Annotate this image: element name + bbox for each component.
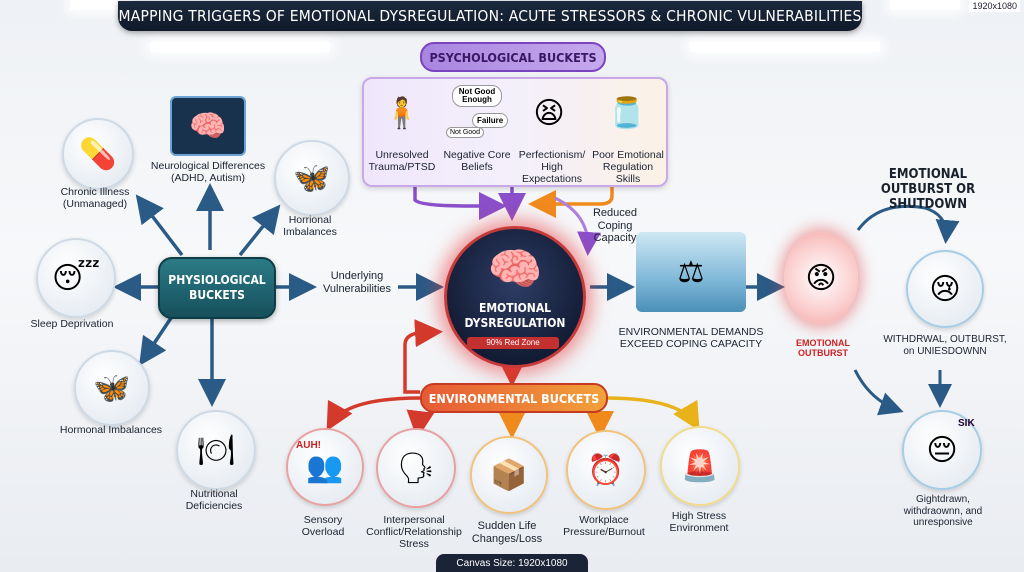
hormonal-top-circle: 🦋 xyxy=(274,140,350,216)
label-life-changes: Sudden Life Changes/Loss xyxy=(471,520,543,545)
center-title: EMOTIONAL DYSREGULATION xyxy=(464,301,566,330)
label-neuro: Neurological Differences (ADHD, Autism) xyxy=(150,160,266,185)
label-conflict: Interpersonal Conflict/Relationship Stre… xyxy=(366,514,462,551)
scale-water-illustration: ⚖ xyxy=(636,232,746,312)
outburst-illustration: 😡 xyxy=(784,232,858,324)
sik-label: SIK xyxy=(958,418,975,429)
chronic-illness-circle: 💊 xyxy=(62,118,134,190)
ceiling-light xyxy=(150,42,330,52)
label-workplace: Workplace Pressure/Burnout xyxy=(563,514,645,539)
ceiling-light xyxy=(70,0,130,10)
withdrawal-circle: 😢 xyxy=(906,250,984,328)
resolution-tag: 1920x1080 xyxy=(969,0,1020,12)
label-hormonal: Hormonal Imbalances xyxy=(59,424,163,436)
sensory-circle: 👥 AUH! xyxy=(286,428,364,506)
item-core-beliefs: Negative Core Beliefs xyxy=(443,149,511,174)
thyroid-icon: 🦋 xyxy=(93,371,131,405)
label-high-stress: High Stress Environment xyxy=(669,510,729,535)
underlying-vulnerabilities-label: Underlying Vulnerabilities xyxy=(322,270,392,295)
shutdown-label: Gightdrawn, withdraownn, and unresponsiv… xyxy=(903,494,983,528)
high-stress-circle: 🚨 xyxy=(660,426,740,506)
conflict-circle: 🗣 xyxy=(376,428,456,508)
withdrawal-label: WITHDRWAL, OUTBURST, on UNIESDOWNN xyxy=(883,334,1007,357)
label-nutrition: Nutritional Deficiencies xyxy=(185,488,243,513)
psychological-panel: 🧍 Not Good Enough Failure Not Good 😫 🫙 U… xyxy=(362,77,668,187)
outburst-label: EMOTIONAL OUTBURST xyxy=(796,338,850,359)
crouching-person-icon: 😢 xyxy=(929,272,961,306)
label-sensory: Sensory Overload xyxy=(301,514,345,539)
hormonal-circle: 🦋 xyxy=(74,350,150,426)
shutdown-circle: 😔 xyxy=(902,410,982,490)
nutrition-circle: 🍽 xyxy=(176,410,256,490)
alarm-icon: 🚨 xyxy=(681,449,719,483)
label-hormonal-top: Horrional Imbalances xyxy=(283,214,337,239)
perfectionism-illustration: 😫 xyxy=(514,83,584,143)
trauma-illustration: 🧍 xyxy=(368,83,436,143)
boxes-icon: 📦 xyxy=(490,458,528,492)
outburst-heading: EMOTIONAL OUTBURST OR SHUTDOWN xyxy=(880,167,976,212)
reduced-coping-label: Reduced Coping Capacity xyxy=(592,207,638,245)
life-changes-circle: 📦 xyxy=(470,436,548,514)
core-beliefs-illustration: Not Good Enough Failure Not Good xyxy=(440,83,510,143)
angry-person-icon: 😡 xyxy=(805,261,837,295)
physiological-buckets-heading: PHYSIOLOGICAL BUCKETS xyxy=(158,257,276,319)
crowd-icon: 👥 xyxy=(306,450,344,484)
sleep-circle: 😴 xyxy=(36,238,116,318)
environmental-buckets-heading: ENVIRONMENTAL BUCKETS xyxy=(420,383,608,413)
emotional-dysregulation-core: 🧠 EMOTIONAL DYSREGULATION 90% Red Zone xyxy=(444,226,586,368)
ceiling-light xyxy=(890,0,960,10)
thyroid-icon: 🦋 xyxy=(293,161,331,195)
withdrawn-person-icon: 😔 xyxy=(926,433,958,467)
red-zone-badge: 90% Red Zone xyxy=(467,337,559,349)
page-title: MAPPING TRIGGERS OF EMOTIONAL DYSREGULAT… xyxy=(118,1,862,31)
item-trauma: Unresolved Trauma/PTSD xyxy=(368,149,436,174)
item-regulation-skills: Poor Emotional Regulation Skills xyxy=(592,149,664,186)
label-sleep: Sleep Deprivation xyxy=(30,318,114,330)
noise-text: AUH! xyxy=(296,440,321,451)
balance-scale-icon: ⚖ xyxy=(677,255,705,289)
workplace-circle: ⏰ xyxy=(566,430,646,510)
demands-exceed-label: ENVIRONMENTAL DEMANDS EXCEED COPING CAPA… xyxy=(618,326,764,351)
jars-icon: 🫙 xyxy=(608,96,646,130)
sleep-mask-icon: 😴 xyxy=(51,261,101,295)
item-perfectionism: Perfectionism/ High Expectations xyxy=(518,149,586,186)
thought-bubble: Not Good Enough xyxy=(452,85,502,107)
brain-icon: 🧠 xyxy=(189,109,227,143)
psychological-buckets-heading: PSYCHOLOGICAL BUCKETS xyxy=(420,42,606,72)
silhouette-icon: 🧍 xyxy=(383,96,421,130)
argument-icon: 🗣 xyxy=(396,451,436,485)
neuro-monitor: 🧠 xyxy=(170,96,246,156)
thought-bubble: Failure xyxy=(472,113,509,128)
medicine-icon: 💊 xyxy=(79,137,117,171)
glowing-brain-icon: 🧠 xyxy=(487,245,543,294)
stressed-person-icon: 😫 xyxy=(533,96,565,130)
label-chronic-illness: Chronic Illness (Unmanaged) xyxy=(60,186,130,211)
plate-icon: 🍽 xyxy=(196,433,236,467)
thought-bubble: Not Good xyxy=(446,127,484,138)
canvas-size-footer: Canvas Size: 1920x1080 xyxy=(436,554,588,572)
regulation-illustration: 🫙 xyxy=(592,83,662,143)
ceiling-light xyxy=(690,42,880,52)
desk-clock-icon: ⏰ xyxy=(587,453,625,487)
